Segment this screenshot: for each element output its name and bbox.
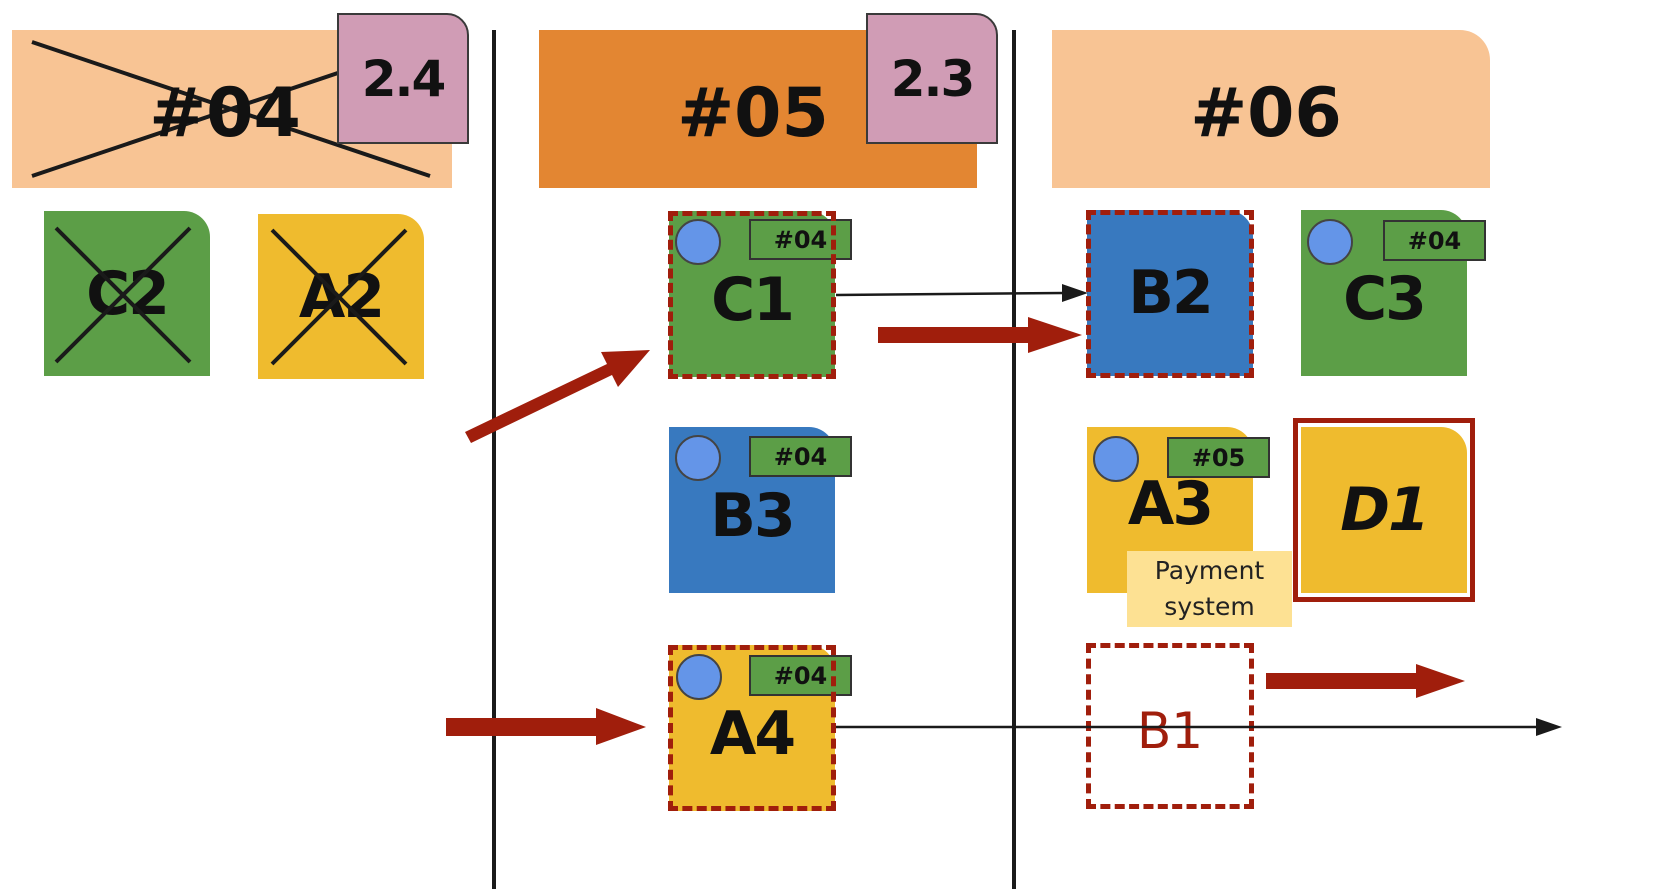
card-a4-owner-avatar [676,654,722,700]
sprint-header-06: #06 [1052,30,1490,188]
carryover-arrow-from-b1 [1266,664,1465,698]
card-c3-owner-avatar [1307,219,1353,265]
sprint-05-label: #05 [677,73,829,153]
column-divider-1 [492,30,496,889]
card-a4-dependency-tag: #04 [749,655,852,696]
card-a2-label: A2 [298,261,385,332]
card-a4-tag-label: #04 [773,661,828,690]
card-a3-dependency-tag: #05 [1167,437,1270,478]
card-b3-owner-avatar [675,435,721,481]
card-b1-label: B1 [1136,702,1204,760]
c1-to-b2-dependency-arrow [835,284,1088,302]
card-a3-tag-label: #05 [1191,443,1246,472]
sprint-06-label: #06 [1190,73,1342,153]
carryover-arrow-into-a4 [446,708,646,745]
card-a3-sticky-note: Payment system [1127,551,1292,627]
column-divider-2 [1012,30,1016,889]
card-a4-label: A4 [709,699,796,769]
card-c1-dependency-tag: #04 [749,219,852,260]
card-b2-label: B2 [1128,258,1213,328]
card-c1-tag-label: #04 [773,225,828,254]
card-d1[interactable]: D1 [1301,427,1467,593]
card-c3-label: C3 [1343,264,1427,334]
card-b3-tag-label: #04 [773,442,828,471]
card-c2-label: C2 [86,258,170,329]
sprint-04-version-tag: 2.4 [337,13,469,144]
card-b3-dependency-tag: #04 [749,436,852,477]
sprint-04-version-label: 2.4 [361,49,447,108]
card-d1-label: D1 [1340,475,1430,545]
card-a2[interactable]: A2 [258,214,424,379]
card-a3-note-line-2: system [1164,592,1255,621]
card-a3-note-line-1: Payment [1154,556,1265,585]
card-c1-owner-avatar [675,219,721,265]
card-a3-owner-avatar [1093,436,1139,482]
card-c3-dependency-tag: #04 [1383,220,1486,261]
sprint-05-version-tag: 2.3 [866,13,998,144]
card-b3-label: B3 [710,481,795,551]
sprint-05-version-label: 2.3 [890,49,976,108]
card-b2[interactable]: B2 [1087,210,1253,376]
sprint-04-label: #04 [149,73,301,153]
card-c1-label: C1 [711,265,795,335]
card-b1-placeholder[interactable]: B1 [1086,643,1254,809]
card-a3-label: A3 [1127,469,1214,539]
card-c3-tag-label: #04 [1407,226,1462,255]
card-c2[interactable]: C2 [44,211,210,376]
carryover-arrow-c1-to-b2 [878,317,1082,353]
